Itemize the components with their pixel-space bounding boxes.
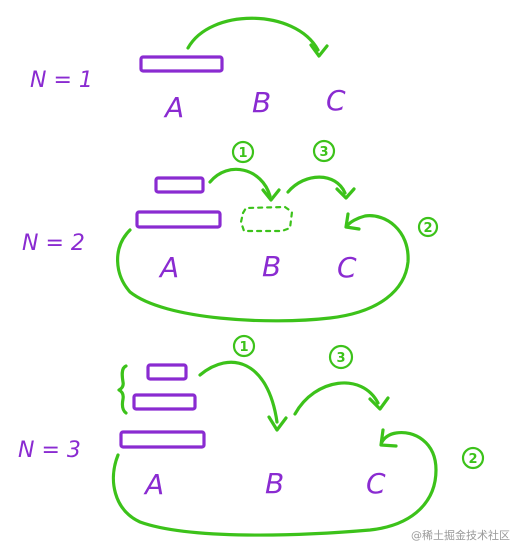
disk-medium xyxy=(132,393,197,411)
n-label: N = 1 xyxy=(30,68,93,93)
step-2-arrow xyxy=(116,214,410,323)
step-3-number: 3 xyxy=(319,145,328,160)
disk-large xyxy=(135,210,222,229)
arrowhead-icon xyxy=(379,428,398,448)
arrowhead-icon xyxy=(267,415,288,432)
disk-small xyxy=(146,363,188,381)
step-1-number: 1 xyxy=(239,340,248,355)
disk-1 xyxy=(139,55,224,73)
n-label: N = 2 xyxy=(22,231,85,256)
step-1-badge xyxy=(231,140,255,164)
step-2-arrow xyxy=(111,430,438,537)
peg-a-label: A xyxy=(158,251,179,284)
peg-a-label: A xyxy=(143,468,164,501)
section-n1: N = 1 A B C xyxy=(30,16,346,124)
step-2-badge xyxy=(417,216,439,238)
step-3-badge xyxy=(312,139,336,163)
step-1-badge xyxy=(232,334,256,358)
step-3-arrow xyxy=(293,381,380,416)
disk-small xyxy=(154,176,205,194)
peg-c-label: C xyxy=(326,84,346,117)
step-3-number: 3 xyxy=(336,351,345,366)
peg-a-label: A xyxy=(163,91,184,124)
disk-large xyxy=(119,430,206,449)
peg-b-label: B xyxy=(262,250,281,283)
step-2-badge xyxy=(461,446,485,470)
arrowhead-icon xyxy=(344,212,361,231)
section-n3: N = 3 1 2 3 A B C xyxy=(18,334,485,537)
step-1-number: 1 xyxy=(238,146,247,161)
group-brace xyxy=(117,364,128,415)
peg-b-label: B xyxy=(252,86,271,119)
peg-b-label: B xyxy=(265,467,284,500)
step-1-arrow xyxy=(198,360,279,424)
step-3-arrow xyxy=(286,175,347,195)
step-1-arrow xyxy=(208,167,272,198)
arrowhead-icon xyxy=(309,43,329,58)
watermark: @稀土掘金技术社区 xyxy=(411,529,510,542)
arrowhead-icon xyxy=(368,396,390,411)
n-label: N = 3 xyxy=(18,438,81,463)
step-2-number: 2 xyxy=(468,452,477,467)
step-2-number: 2 xyxy=(423,221,432,236)
arrowhead-icon xyxy=(261,188,281,202)
ghost-disk xyxy=(239,205,294,233)
peg-c-label: C xyxy=(337,251,357,284)
section-n2: N = 2 1 2 3 A B C xyxy=(22,139,439,323)
step-3-badge xyxy=(328,344,354,370)
peg-c-label: C xyxy=(366,467,386,500)
move-arrow xyxy=(186,16,320,52)
arrowhead-icon xyxy=(335,187,356,200)
